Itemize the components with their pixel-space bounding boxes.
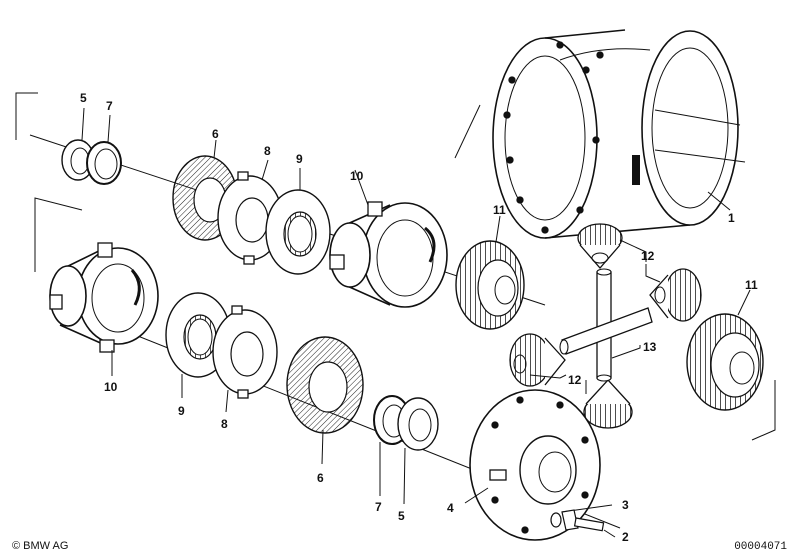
label-part-9-lower: 9 [178, 404, 185, 418]
label-part-12-lower: 12 [568, 373, 582, 387]
spider-gear-leaders [529, 239, 661, 394]
label-part-8-upper: 8 [264, 144, 271, 158]
label-part-7-lower: 7 [375, 500, 382, 514]
label-part-7-upper: 7 [106, 99, 113, 113]
label-part-12-upper: 12 [641, 249, 655, 263]
label-part-8-lower: 8 [221, 417, 228, 431]
spider-gear-left [509, 333, 566, 387]
differential-cage-upper [329, 169, 448, 308]
label-part-9-upper: 9 [296, 152, 303, 166]
label-part-6-lower: 6 [317, 471, 324, 485]
differential-housing [492, 29, 746, 239]
shim-lower-5 [397, 397, 439, 505]
spider-gear-bottom [583, 379, 633, 429]
label-part-10-upper: 10 [350, 169, 364, 183]
label-part-11-lower: 11 [745, 278, 758, 292]
bracket-top-left [15, 92, 38, 140]
label-part-3: 3 [622, 498, 629, 512]
copyright-notice: © BMW AG [12, 540, 69, 552]
label-part-4: 4 [447, 501, 454, 515]
diagram-number: 00004071 [734, 541, 787, 553]
spider-gear-top [577, 223, 623, 269]
cross-shaft [559, 268, 653, 382]
bracket-center [454, 104, 481, 159]
bolt [561, 509, 616, 538]
label-part-5-upper: 5 [80, 91, 87, 105]
label-part-11-upper: 11 [493, 203, 506, 217]
side-gear-lower [686, 289, 764, 411]
friction-disc-lower [286, 336, 364, 465]
label-part-5-lower: 5 [398, 509, 405, 523]
label-part-1: 1 [728, 211, 735, 225]
differential-cage-lower [49, 242, 159, 376]
spider-gear-right [649, 268, 702, 322]
bracket-mid-left [34, 197, 83, 272]
outer-plate-lower [212, 305, 278, 413]
label-part-10-lower: 10 [104, 380, 118, 394]
spacer-ring-upper-7 [86, 114, 122, 185]
side-gear-upper [455, 215, 525, 330]
label-part-6-upper: 6 [212, 127, 219, 141]
label-part-2: 2 [622, 530, 629, 544]
inner-plate-upper [265, 168, 331, 275]
bracket-right-bottom [751, 380, 776, 441]
label-part-13: 13 [643, 340, 657, 354]
cover-flange [464, 389, 601, 541]
